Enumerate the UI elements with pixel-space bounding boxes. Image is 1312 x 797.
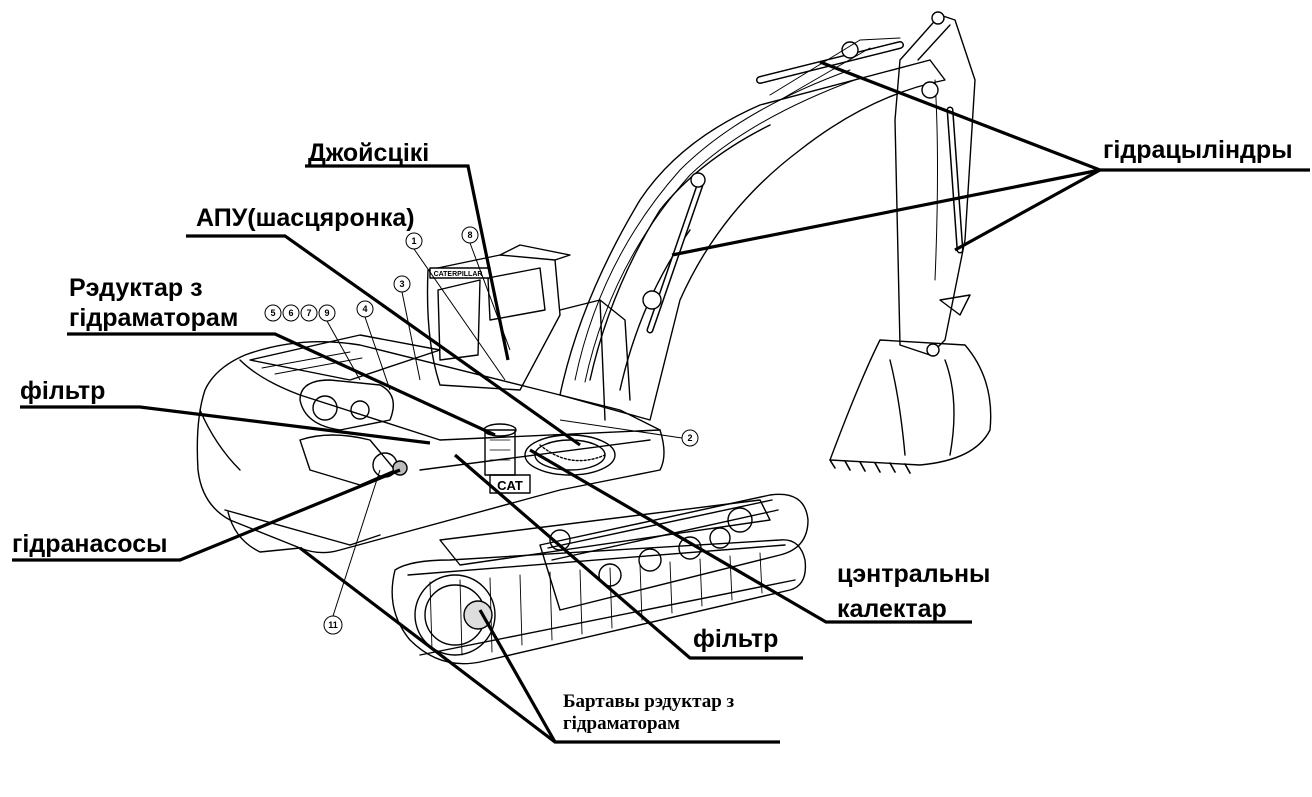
cab-brand: CATERPILLAR	[434, 271, 483, 278]
callout-6-circle	[282, 304, 300, 322]
body-brand: CAT	[497, 478, 523, 493]
callout-7: 7	[306, 308, 311, 318]
front-track	[391, 507, 807, 665]
label-reducer-line1: Рэдуктар з	[69, 274, 203, 302]
label-joysticks: Джойсцікі	[308, 139, 430, 167]
leader-joysticks	[305, 164, 510, 361]
callout-5-circle	[264, 304, 282, 322]
label-central-line2: калектар	[837, 595, 947, 623]
callout-11: 11	[328, 620, 338, 630]
leader-cylinders-boom	[671, 168, 1101, 257]
label-filter-left: фільтр	[20, 377, 106, 405]
callout-9: 9	[324, 308, 329, 318]
callout-4: 4	[362, 304, 367, 314]
callout-1: 1	[411, 236, 416, 246]
label-hydro-cylinders: гідрацыліндры	[1103, 136, 1293, 164]
callout-3: 3	[399, 279, 404, 289]
label-final-drive-line1: Бартавы рэдуктар з	[563, 691, 735, 712]
leader-filter-left	[20, 405, 431, 445]
leader-final-drive-b	[478, 609, 557, 743]
upper-structure	[196, 334, 665, 554]
callout-numbers: 1 2 3 4 5 6 7 9 8 11	[270, 230, 692, 630]
label-central-line1: цэнтральны	[837, 560, 991, 588]
leader-filter-bottom	[453, 453, 803, 660]
stick	[756, 11, 976, 356]
callout-circles	[264, 226, 699, 635]
callout-7-circle	[300, 304, 318, 322]
leader-apu	[186, 234, 581, 447]
leader-central	[529, 448, 972, 624]
callout-5: 5	[270, 308, 275, 318]
callout-8: 8	[467, 230, 472, 240]
callout-6: 6	[288, 308, 293, 318]
leader-cylinders-bucket	[954, 168, 1101, 252]
callout-2: 2	[687, 433, 692, 443]
undercarriage-frame	[439, 499, 771, 566]
label-reducer-line2: гідраматорам	[69, 304, 239, 332]
boom	[559, 59, 946, 421]
cab	[426, 244, 571, 391]
leader-cylinders-stick	[819, 60, 1101, 172]
label-filter-bottom: фільтр	[693, 625, 779, 653]
label-leaders	[12, 60, 1310, 744]
label-apu: АПУ(шасцяронка)	[196, 204, 415, 232]
bucket	[829, 339, 992, 474]
leader-reducer	[67, 332, 496, 437]
label-final-drive-line2: гідраматорам	[563, 713, 680, 734]
leader-pumps	[12, 468, 401, 562]
label-hydro-pumps: гідранасосы	[12, 530, 168, 558]
